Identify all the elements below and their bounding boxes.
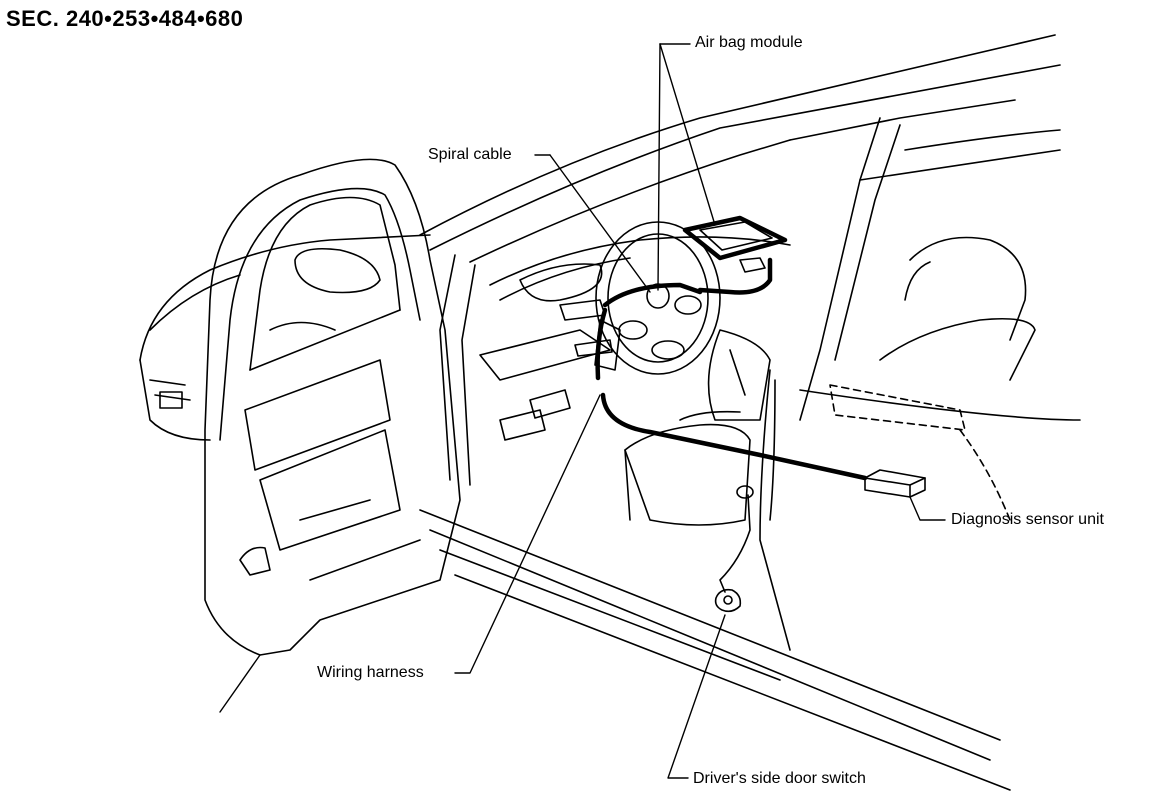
label-air-bag-module: Air bag module [695, 34, 803, 51]
label-diagnosis-sensor-unit: Diagnosis sensor unit [951, 511, 1104, 528]
section-reference: SEC. 240•253•484•680 [6, 6, 244, 31]
diagnosis-sensor-unit [864, 469, 926, 498]
door-switch [714, 588, 742, 613]
driver-seat [624, 410, 754, 526]
car-body-outline [139, 34, 1081, 791]
front-door-open [204, 158, 461, 713]
label-drivers-side-door-switch: Driver's side door switch [693, 770, 866, 787]
wiring-harness [595, 257, 868, 593]
leader-lines [454, 43, 946, 779]
passenger-airbag-module [682, 215, 788, 273]
label-spiral-cable: Spiral cable [428, 146, 512, 163]
dashboard [479, 236, 791, 441]
label-wiring-harness: Wiring harness [317, 664, 424, 681]
